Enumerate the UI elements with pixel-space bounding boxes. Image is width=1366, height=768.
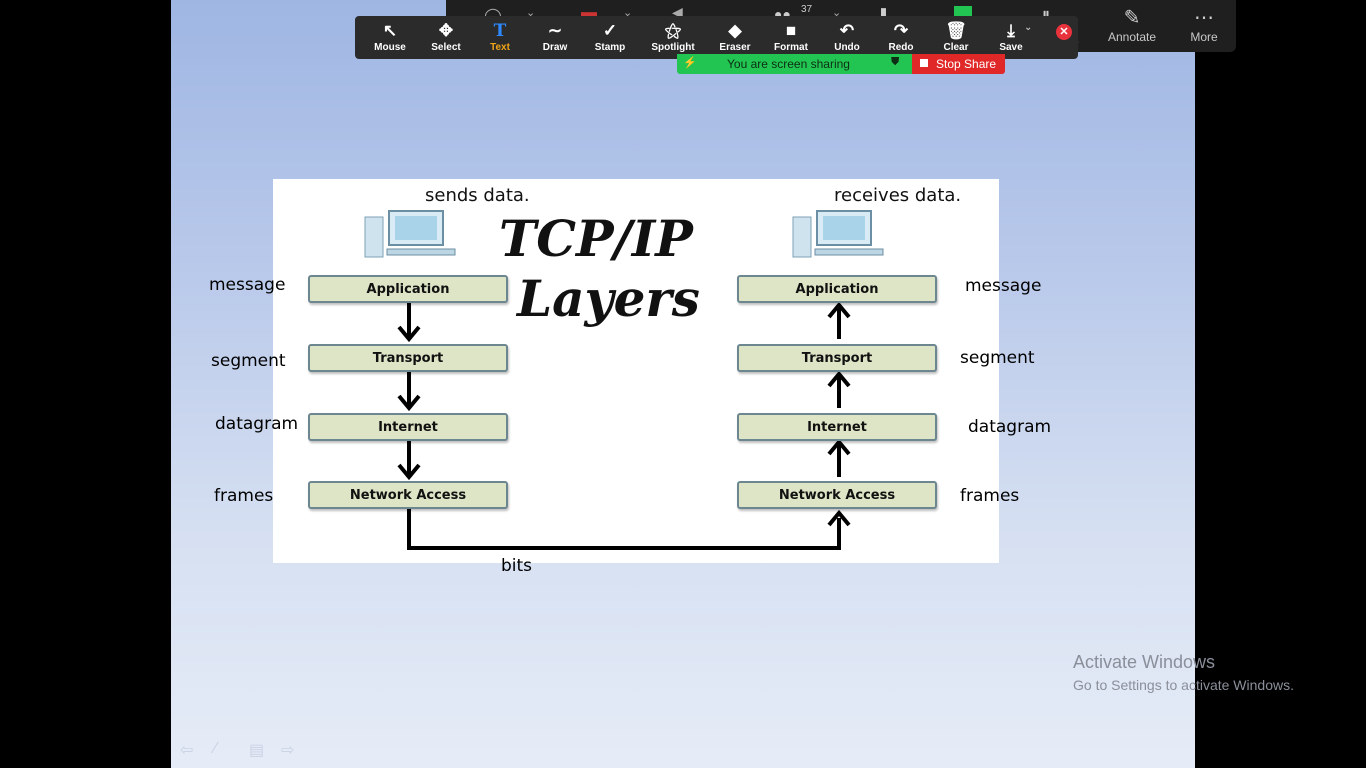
more-label: More xyxy=(1190,30,1218,44)
share-screen-icon[interactable] xyxy=(954,6,972,16)
sender-layer-application: Application xyxy=(308,275,508,303)
annotation-toolbar: ↖ Mouse ✥ Select T Text ∼ Draw ✓ Stamp ⚝… xyxy=(355,16,1078,59)
tool-spotlight-label: Spotlight xyxy=(651,42,695,53)
eraser-icon: ◆ xyxy=(728,21,742,40)
bits-label: bits xyxy=(501,556,533,576)
right-label-datagram: datagram xyxy=(968,417,1052,437)
tool-stamp[interactable]: ✓ Stamp xyxy=(582,20,638,53)
right-label-frames: frames xyxy=(960,486,1020,506)
cursor-arrow-icon: ↖ xyxy=(382,21,398,40)
tool-mouse-label: Mouse xyxy=(374,42,406,53)
annotate-label: Annotate xyxy=(1107,30,1157,44)
screen-sharing-message: You are screen sharing xyxy=(727,57,850,71)
signal-icon: ⚡ xyxy=(683,57,697,69)
stop-share-label: Stop Share xyxy=(936,57,997,71)
trash-icon: 🗑 xyxy=(945,21,967,40)
move-arrows-icon: ✥ xyxy=(438,21,454,40)
tool-redo[interactable]: ↷ Redo xyxy=(873,20,929,53)
tool-select-label: Select xyxy=(431,42,461,53)
redo-icon: ↷ xyxy=(893,21,909,40)
speaker-icon[interactable]: ◀ xyxy=(672,4,683,20)
previous-slide-icon[interactable]: ⇦ xyxy=(180,742,194,759)
save-options-chevron-icon[interactable]: ⌄ xyxy=(1024,22,1033,33)
chevron-down-icon[interactable]: ⌄ xyxy=(623,7,633,19)
tool-eraser-label: Eraser xyxy=(719,42,751,53)
tool-stamp-label: Stamp xyxy=(594,42,626,53)
receiver-caption: receives data. xyxy=(834,185,962,206)
sender-caption: sends data. xyxy=(425,185,530,206)
tool-undo[interactable]: ↶ Undo xyxy=(819,20,875,53)
sender-computer-icon xyxy=(364,210,456,258)
receiver-computer-icon xyxy=(792,210,884,258)
receiver-layer-transport: Transport xyxy=(737,344,937,372)
squiggle-icon: ∼ xyxy=(547,21,563,40)
sender-layer-internet: Internet xyxy=(308,413,508,441)
tool-clear-label: Clear xyxy=(943,42,969,53)
tool-text-label: Text xyxy=(490,42,510,53)
next-slide-icon[interactable]: ⇨ xyxy=(281,742,295,759)
sender-layer-network-access: Network Access xyxy=(308,481,508,509)
tool-format-label: Format xyxy=(774,42,808,53)
receiver-layer-application: Application xyxy=(737,275,937,303)
right-label-segment: segment xyxy=(960,348,1035,368)
flow-arrows xyxy=(397,301,851,550)
chevron-down-icon[interactable]: ⌄ xyxy=(832,7,842,19)
shield-check-icon: ⛊ xyxy=(891,56,900,68)
chevron-down-icon[interactable]: ⌄ xyxy=(526,7,536,19)
close-annotation-button[interactable]: ✕ xyxy=(1056,24,1072,40)
pencil-icon: ✎ xyxy=(1123,7,1141,29)
slides-menu-icon[interactable]: ▤ xyxy=(249,742,265,759)
text-t-icon: T xyxy=(493,21,507,41)
tcp-ip-diagram: sends data. receives data. TCP/IP Layers xyxy=(273,179,999,563)
participants-count: 37 xyxy=(801,4,813,15)
diagram-title-line1: TCP/IP xyxy=(499,209,693,268)
sender-layer-transport: Transport xyxy=(308,344,508,372)
tool-undo-label: Undo xyxy=(834,42,860,53)
left-label-datagram: datagram xyxy=(215,414,299,434)
screen-sharing-banner: ⚡ You are screen sharing ⛊ xyxy=(677,54,913,74)
tool-spotlight[interactable]: ⚝ Spotlight xyxy=(645,20,701,53)
right-label-message: message xyxy=(965,276,1042,296)
tool-format[interactable]: ■ Format xyxy=(763,20,819,53)
tool-redo-label: Redo xyxy=(888,42,914,53)
stop-square-icon xyxy=(920,59,928,67)
format-square-icon: ■ xyxy=(785,21,797,40)
checkmark-icon: ✓ xyxy=(602,21,618,40)
download-icon: ⤓ xyxy=(1007,21,1015,40)
tool-eraser[interactable]: ◆ Eraser xyxy=(707,20,763,53)
left-label-segment: segment xyxy=(211,351,286,371)
tool-mouse[interactable]: ↖ Mouse xyxy=(362,20,418,53)
receiver-layer-network-access: Network Access xyxy=(737,481,937,509)
diagram-title-line2: Layers xyxy=(517,269,700,328)
pen-icon[interactable]: ⁄ xyxy=(214,740,217,757)
more-button[interactable]: ⋯ More xyxy=(1169,6,1239,44)
annotate-button[interactable]: ✎ Annotate xyxy=(1097,6,1167,44)
stop-share-button[interactable]: Stop Share xyxy=(912,54,1005,74)
left-label-message: message xyxy=(209,275,286,295)
tool-select[interactable]: ✥ Select xyxy=(418,20,474,53)
tool-clear[interactable]: 🗑 Clear xyxy=(928,20,984,53)
more-dots-icon: ⋯ xyxy=(1194,7,1214,29)
tool-save-label: Save xyxy=(999,42,1023,53)
left-label-frames: frames xyxy=(214,486,274,506)
tool-draw-label: Draw xyxy=(542,42,568,53)
tool-save[interactable]: ⤓ Save xyxy=(983,20,1039,53)
activate-windows-subtitle: Go to Settings to activate Windows. xyxy=(1073,677,1294,693)
receiver-layer-internet: Internet xyxy=(737,413,937,441)
record-icon[interactable]: ⏸ xyxy=(1042,6,1051,23)
undo-icon: ↶ xyxy=(839,21,855,40)
activate-windows-title: Activate Windows xyxy=(1073,652,1216,672)
tool-draw[interactable]: ∼ Draw xyxy=(527,20,583,53)
magic-wand-icon: ⚝ xyxy=(664,21,682,40)
tool-text[interactable]: T Text xyxy=(472,20,528,53)
